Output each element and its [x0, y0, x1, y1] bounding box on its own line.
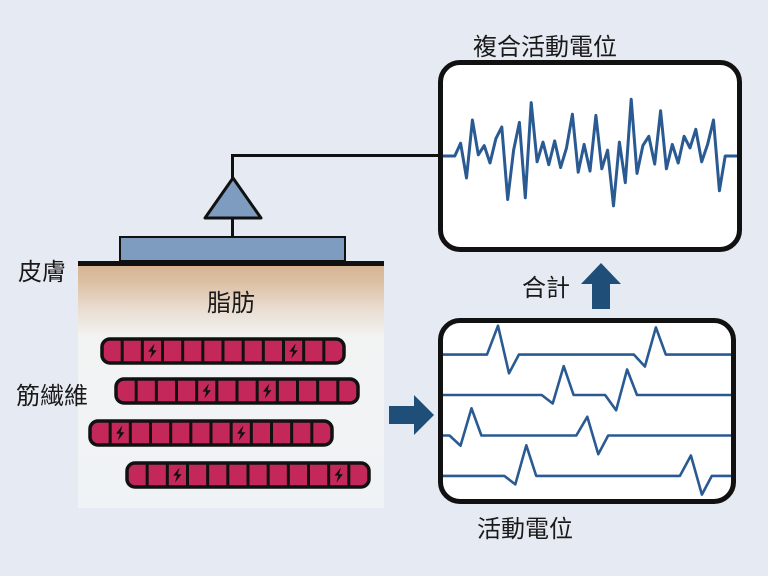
skin-surface-line — [78, 261, 384, 266]
action-potential-chart — [438, 318, 736, 504]
lightning-bolt-icon — [173, 467, 182, 483]
label-action-potential: 活動電位 — [477, 516, 573, 543]
waveform-trace-2 — [443, 364, 731, 412]
amplifier-lower-lead — [231, 219, 234, 238]
lightning-bolt-icon — [116, 425, 125, 441]
lightning-bolt-icon — [148, 343, 157, 359]
signal-wire — [231, 154, 453, 157]
waveform-trace-3 — [443, 407, 731, 456]
label-skin: 皮膚 — [18, 259, 66, 286]
waveform-trace-1 — [443, 324, 731, 375]
lightning-bolt-icon — [263, 383, 272, 399]
fiber-row-1 — [100, 337, 346, 367]
label-fat: 脂肪 — [207, 290, 255, 317]
arrow-up-icon — [580, 262, 622, 310]
arrow-right-icon — [389, 394, 435, 436]
waveform-trace-4 — [443, 444, 731, 496]
fiber-row-4 — [125, 461, 371, 491]
lightning-bolt-icon — [202, 383, 211, 399]
lightning-bolt-icon — [237, 425, 246, 441]
amplifier-upper-lead — [231, 155, 234, 178]
lightning-bolt-icon — [334, 467, 343, 483]
label-sum: 合計 — [522, 275, 570, 302]
lightning-bolt-icon — [289, 343, 298, 359]
label-compound-action-potential: 複合活動電位 — [473, 34, 617, 61]
fiber-row-2 — [114, 377, 360, 407]
amplifier-triangle-icon — [203, 176, 263, 220]
fiber-row-3 — [88, 419, 334, 449]
surface-electrode — [119, 236, 346, 262]
label-muscle-fiber: 筋繊維 — [16, 383, 88, 410]
compound-action-potential-chart — [438, 60, 742, 252]
